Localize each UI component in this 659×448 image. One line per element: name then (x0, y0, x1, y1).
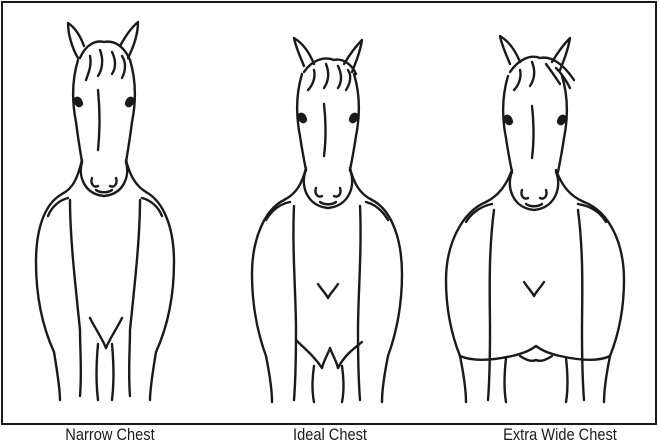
caption-extra-wide-chest: Extra Wide Chest (470, 425, 651, 447)
horse-ideal-chest (252, 38, 402, 402)
horse-narrow-chest (36, 22, 174, 400)
caption-ideal-chest: Ideal Chest (235, 425, 424, 447)
horse-extra-wide-chest (446, 36, 624, 402)
caption-narrow-chest: Narrow Chest (33, 425, 188, 447)
